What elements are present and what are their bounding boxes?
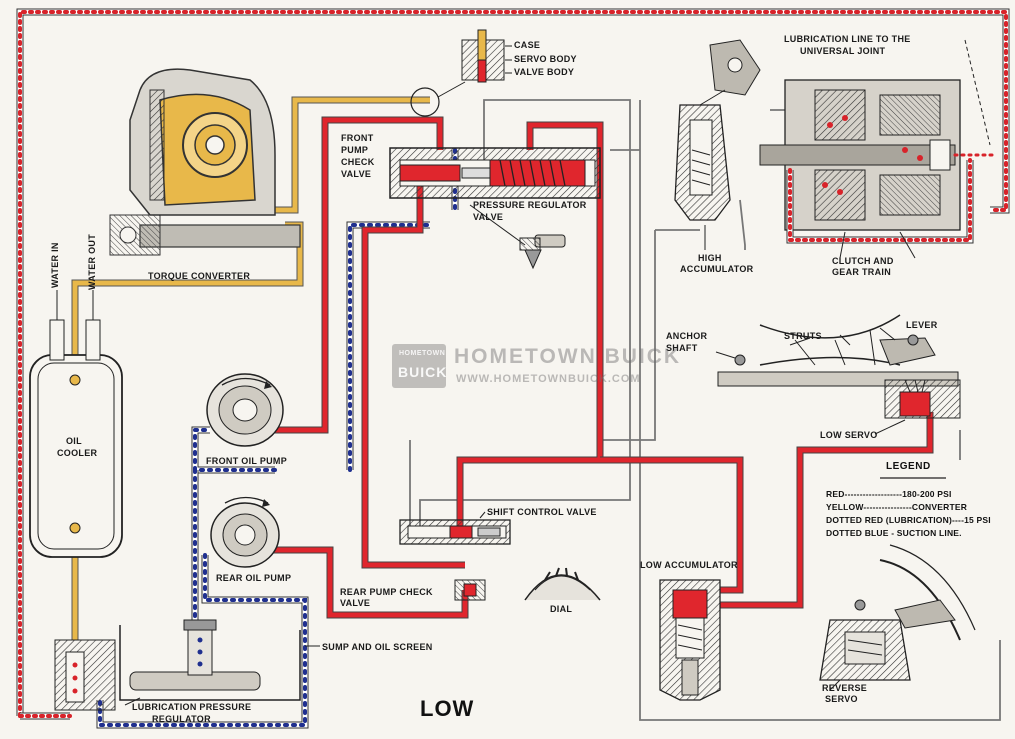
rear-pump-check-valve <box>454 579 486 601</box>
front-oil-pump <box>206 373 284 447</box>
legend-row-dotted-blue: DOTTED BLUE - SUCTION LINE. <box>826 528 962 538</box>
check-valve-detail <box>469 204 566 270</box>
label-low-servo: LOW SERVO <box>820 430 878 440</box>
label-lube-line-2: UNIVERSAL JOINT <box>800 46 886 56</box>
lubrication-outer-loop <box>16 8 1010 720</box>
label-front-pump-check-4: VALVE <box>341 169 372 179</box>
band-and-low-servo <box>715 314 961 435</box>
watermark-badge-top: HOMETOWN <box>399 350 446 357</box>
watermark-badge-main: BUICK <box>398 364 448 380</box>
label-sump-screen: SUMP AND OIL SCREEN <box>322 642 433 652</box>
label-torque-converter: TORQUE CONVERTER <box>148 271 251 281</box>
label-anchor-shaft-2: SHAFT <box>666 343 698 353</box>
label-struts: STRUTS <box>784 331 822 341</box>
page-title: LOW <box>420 696 475 721</box>
label-high-accumulator-2: ACCUMULATOR <box>680 264 754 274</box>
legend-row-red: RED-------------------180-200 PSI <box>826 489 952 499</box>
label-water-out: WATER OUT <box>87 233 97 290</box>
high-accumulator <box>674 39 761 250</box>
label-pressure-regulator-2: VALVE <box>473 212 504 222</box>
torque-converter <box>109 68 301 256</box>
suction-lines <box>96 148 459 729</box>
oil-cooler <box>29 290 123 558</box>
label-rear-oil-pump: REAR OIL PUMP <box>216 573 292 583</box>
label-front-pump-check-3: CHECK <box>341 157 375 167</box>
pressure-lines <box>270 116 934 619</box>
label-lube-regulator-2: REGULATOR <box>152 714 211 724</box>
label-dial: DIAL <box>550 604 573 614</box>
low-accumulator <box>659 579 721 701</box>
label-oil-cooler-1: OIL <box>66 436 82 446</box>
legend-row-dotted-red: DOTTED RED (LUBRICATION)----15 PSI <box>826 515 991 525</box>
label-lube-line-1: LUBRICATION LINE TO THE <box>784 34 911 44</box>
watermark-badge: HOMETOWN BUICK <box>392 344 446 388</box>
shift-control-valve <box>399 511 511 545</box>
case-detail <box>410 29 512 117</box>
reverse-servo <box>819 544 976 691</box>
label-reverse-servo-1: REVERSE <box>822 683 868 693</box>
label-servo-body: SERVO BODY <box>514 54 577 64</box>
clutch-gear-train <box>759 39 997 259</box>
label-valve-body: VALVE BODY <box>514 67 575 77</box>
watermark-url: WWW.HOMETOWNBUICK.COM <box>456 373 641 385</box>
label-case: CASE <box>514 40 541 50</box>
label-rear-pump-check-2: VALVE <box>340 598 371 608</box>
legend-row-yellow: YELLOW----------------CONVERTER <box>826 502 968 512</box>
label-lever: LEVER <box>906 320 938 330</box>
valve-body <box>389 147 601 199</box>
label-rear-pump-check-1: REAR PUMP CHECK <box>340 587 433 597</box>
label-pressure-regulator-1: PRESSURE REGULATOR <box>473 200 587 210</box>
legend-heading: LEGEND <box>886 461 931 472</box>
label-clutch-gear-2: GEAR TRAIN <box>832 267 891 277</box>
label-clutch-gear-1: CLUTCH AND <box>832 256 894 266</box>
gray-circuit-lines <box>409 99 1001 721</box>
label-front-oil-pump: FRONT OIL PUMP <box>206 456 288 466</box>
rear-oil-pump <box>210 496 280 568</box>
label-front-pump-check-1: FRONT <box>341 133 374 143</box>
label-reverse-servo-2: SERVO <box>825 694 858 704</box>
dial <box>524 567 601 601</box>
label-shift-control-valve: SHIFT CONTROL VALVE <box>487 507 597 517</box>
label-low-accumulator: LOW ACCUMULATOR <box>640 560 738 570</box>
label-anchor-shaft-1: ANCHOR <box>666 331 708 341</box>
label-high-accumulator-1: HIGH <box>698 253 722 263</box>
label-oil-cooler-2: COOLER <box>57 448 98 458</box>
label-front-pump-check-2: PUMP <box>341 145 369 155</box>
watermark-name: HOMETOWN BUICK <box>454 345 682 368</box>
label-lube-regulator-1: LUBRICATION PRESSURE <box>132 702 252 712</box>
lube-regulator-and-sump <box>54 619 320 711</box>
label-water-in: WATER IN <box>50 242 60 288</box>
